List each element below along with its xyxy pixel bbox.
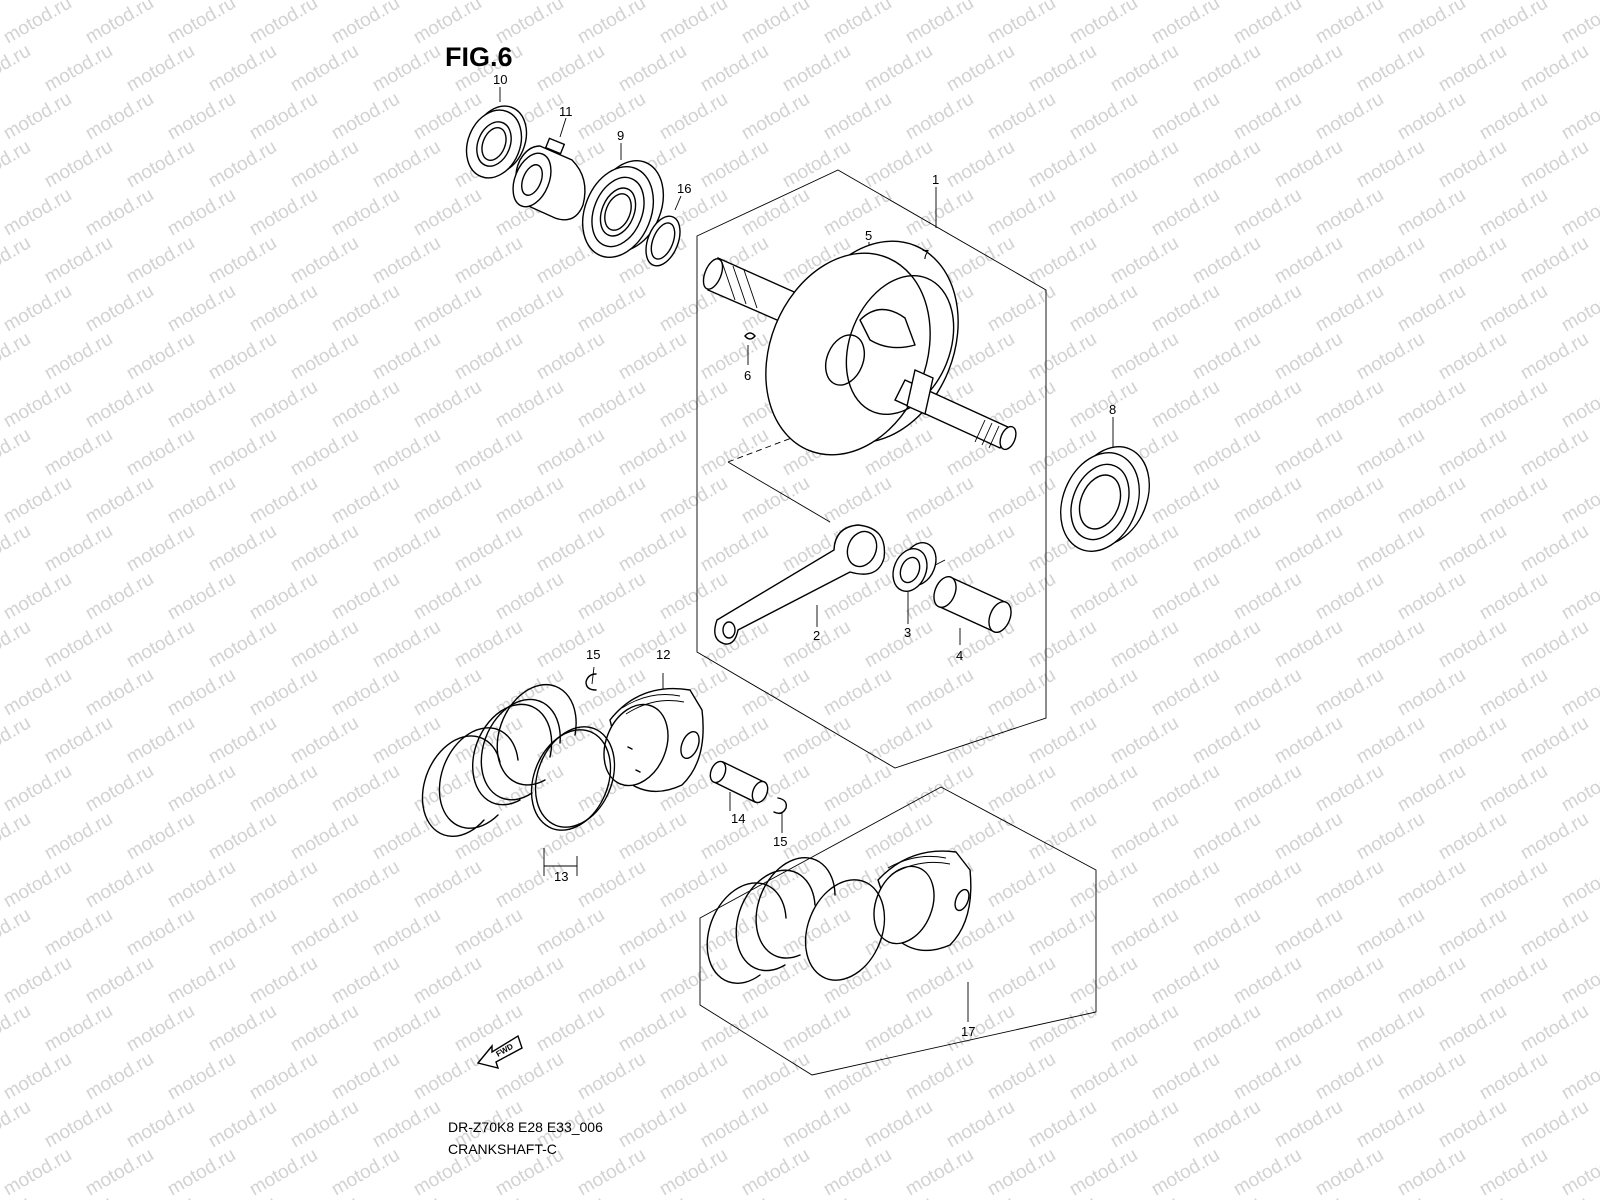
part-10-oil-seal	[465, 105, 528, 179]
callout-16: 16	[677, 181, 691, 196]
part-14-piston-pin	[709, 760, 769, 804]
part-17-piston-set	[706, 850, 972, 984]
part-6-key	[744, 332, 756, 340]
callout-numbers: 1 2 3 4 5 6 7 8 9 10 11 12 13 14 15 15 1…	[493, 72, 1116, 1039]
callout-6: 6	[744, 368, 751, 383]
part-12-piston	[603, 687, 704, 793]
callout-9: 9	[617, 128, 624, 143]
crankshaft	[702, 240, 1017, 456]
callout-8: 8	[1109, 402, 1116, 417]
diagram-code-caption: DR-Z70K8 E28 E33_006	[448, 1119, 603, 1135]
callout-10: 10	[493, 72, 507, 87]
part-11-collar	[512, 137, 586, 221]
callout-15-lower: 15	[773, 834, 787, 849]
callout-7: 7	[922, 247, 929, 262]
callout-1: 1	[932, 172, 939, 187]
part-3-needle-bearing	[892, 542, 937, 592]
part-15-circlip-lower	[773, 797, 788, 815]
part-9-bearing	[581, 160, 665, 258]
callout-17: 17	[961, 1024, 975, 1039]
part-13-piston-rings	[421, 683, 616, 837]
callout-3: 3	[904, 625, 911, 640]
callout-4: 4	[956, 648, 963, 663]
part-4-crank-pin	[933, 575, 1012, 634]
diagram-name-caption: CRANKSHAFT-C	[448, 1141, 557, 1157]
part-8-bearing	[1060, 446, 1150, 552]
crankshaft-assembly-frame	[696, 169, 1047, 769]
leader-lines	[499, 87, 1114, 1022]
fwd-arrow: FWD	[476, 1034, 523, 1069]
callout-14: 14	[731, 811, 745, 826]
part-2-connecting-rod	[714, 524, 886, 645]
callout-13: 13	[554, 869, 568, 884]
callout-11: 11	[559, 104, 573, 119]
piston-set-frame	[699, 786, 1097, 1076]
callout-12: 12	[656, 647, 670, 662]
callout-15-upper: 15	[586, 647, 600, 662]
part-15-circlip-upper	[585, 673, 597, 691]
figure-title: FIG.6	[445, 42, 513, 72]
part-16-shim	[645, 215, 681, 267]
callout-2: 2	[813, 628, 820, 643]
callout-5: 5	[865, 228, 872, 243]
